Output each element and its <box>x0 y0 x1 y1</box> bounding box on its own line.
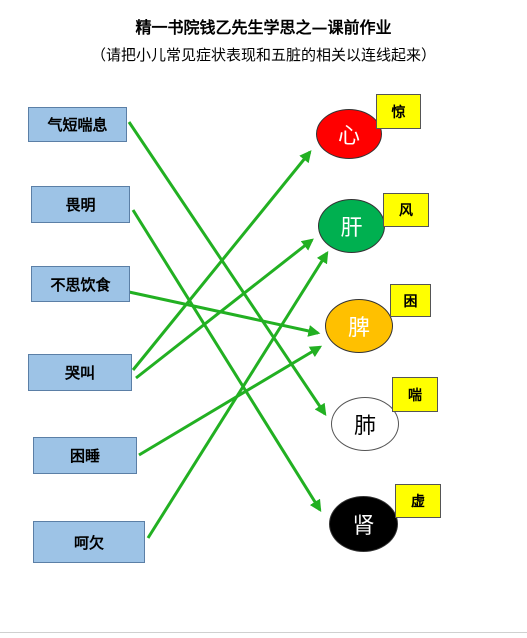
symptom-box-2[interactable]: 不思饮食 <box>31 266 130 302</box>
organ-tag-2: 困 <box>390 284 431 317</box>
tag-label: 虚 <box>411 494 425 510</box>
symptom-label: 呵欠 <box>73 533 104 552</box>
organ-tag-4: 虚 <box>395 484 441 518</box>
symptom-label: 哭叫 <box>64 364 95 382</box>
organ-kidney[interactable]: 肾 <box>329 496 398 552</box>
line-busi-to-spleen <box>128 290 321 337</box>
symptom-box-0[interactable]: 气短喘息 <box>28 107 127 142</box>
page-subtitle: （请把小儿常见症状表现和五脏的相关以连线起来） <box>90 46 436 64</box>
organ-label: 脾 <box>347 316 370 341</box>
organ-heart[interactable]: 心 <box>316 109 382 159</box>
symptom-label: 畏明 <box>65 196 96 214</box>
organ-label: 肺 <box>353 414 376 439</box>
line-kunshui-to-spleen <box>138 345 323 457</box>
organ-tag-3: 喘 <box>392 377 438 412</box>
organ-spleen[interactable]: 脾 <box>325 299 393 353</box>
line-hoqian-to-liver <box>146 250 329 539</box>
symptom-label: 气短喘息 <box>47 116 108 134</box>
organ-liver[interactable]: 肝 <box>318 199 385 253</box>
symptom-box-3[interactable]: 哭叫 <box>28 354 132 391</box>
symptom-label: 不思饮食 <box>50 275 111 294</box>
tag-label: 风 <box>399 203 413 219</box>
page-title: 精一书院钱乙先生学思之—课前作业 <box>135 18 392 37</box>
tag-label: 惊 <box>391 104 406 121</box>
symptom-box-4[interactable]: 困睡 <box>33 437 137 474</box>
line-kujiao-to-liver <box>135 238 314 380</box>
line-weiming-to-kidney <box>131 209 322 513</box>
symptom-label: 困睡 <box>69 447 100 465</box>
line-qiduan-to-lung <box>127 121 327 416</box>
organ-label: 心 <box>337 124 360 149</box>
bottom-rule <box>0 632 527 633</box>
organ-label: 肾 <box>352 514 375 539</box>
line-kujiao-to-heart <box>131 150 312 371</box>
symptom-box-5[interactable]: 呵欠 <box>33 521 145 563</box>
symptom-box-1[interactable]: 畏明 <box>31 186 130 223</box>
organ-tag-1: 风 <box>383 193 429 227</box>
organ-lung[interactable]: 肺 <box>331 397 399 451</box>
organ-label: 肝 <box>340 216 363 241</box>
organ-tag-0: 惊 <box>376 94 421 129</box>
tag-label: 困 <box>403 293 418 310</box>
tag-label: 喘 <box>408 387 422 404</box>
